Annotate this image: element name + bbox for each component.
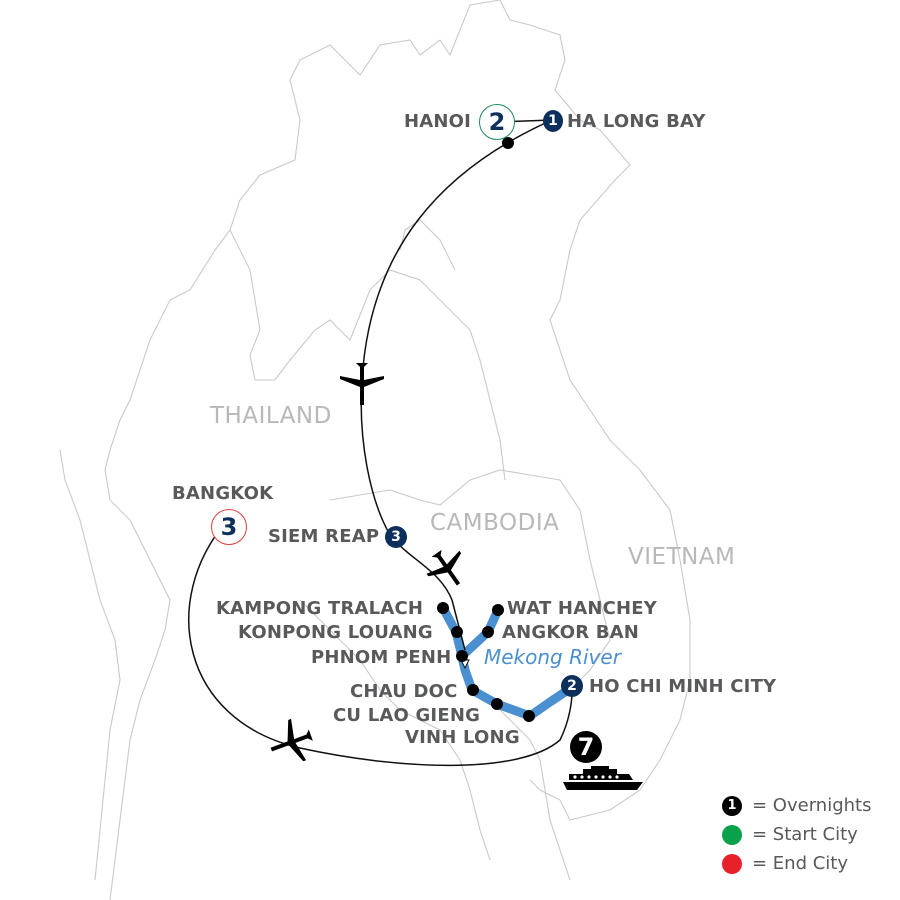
legend-label: = Start City [752,824,858,845]
start-city-badge-hanoi: 2 [479,104,515,140]
city-label-chau-doc: CHAU DOC [350,681,458,702]
overnights-icon: 1 [722,795,742,816]
country-label-thailand: THAILAND [210,403,332,429]
legend-end-city: = End City [722,853,848,874]
city-label-wat-hanchey: WAT HANCHEY [507,598,657,619]
end-city-badge-bangkok: 3 [211,509,247,545]
plane-icon [426,549,462,586]
city-label-siem-reap: SIEM REAP [268,526,380,547]
overnight-badge-halong: 1 [543,110,563,132]
city-label-ho-chi-minh-city: HO CHI MINH CITY [589,676,777,697]
ship-icon [563,766,643,790]
river-label-mekong: Mekong River [484,645,621,669]
city-label-hanoi: HANOI [404,111,472,132]
halong-siemreap-flight [360,119,553,651]
overnight-badge-hcmc: 2 [561,675,583,697]
cruise-nights-badge: 7 [570,731,602,763]
city-label-vinh-long: VINH LONG [405,727,520,748]
start-city-icon [722,824,742,845]
plane-icon [270,718,313,762]
city-label-halong-bay: HA LONG BAY [567,111,706,132]
legend-label: = Overnights [752,795,872,816]
plane-icon [340,363,384,405]
legend-start-city: = Start City [722,824,858,845]
stop-dots [437,137,535,722]
city-label-angkor-ban: ANGKOR BAN [502,622,640,643]
legend-overnights: 1 = Overnights [722,795,871,816]
country-label-vietnam: VIETNAM [628,544,736,570]
legend-label: = End City [752,853,849,874]
city-label-kampong-tralach: KAMPONG TRALACH [216,598,424,619]
end-city-icon [722,853,742,874]
city-label-konpong-louang: KONPONG LOUANG [238,622,433,643]
city-label-phnom-penh: PHNOM PENH [311,647,452,668]
city-label-cu-lao-gieng: CU LAO GIENG [333,705,481,726]
country-label-cambodia: CAMBODIA [430,510,560,536]
overnight-badge-siem-reap: 3 [385,526,407,548]
city-label-bangkok: BANGKOK [172,483,274,504]
bangkok-hcmc-flight [188,521,573,767]
